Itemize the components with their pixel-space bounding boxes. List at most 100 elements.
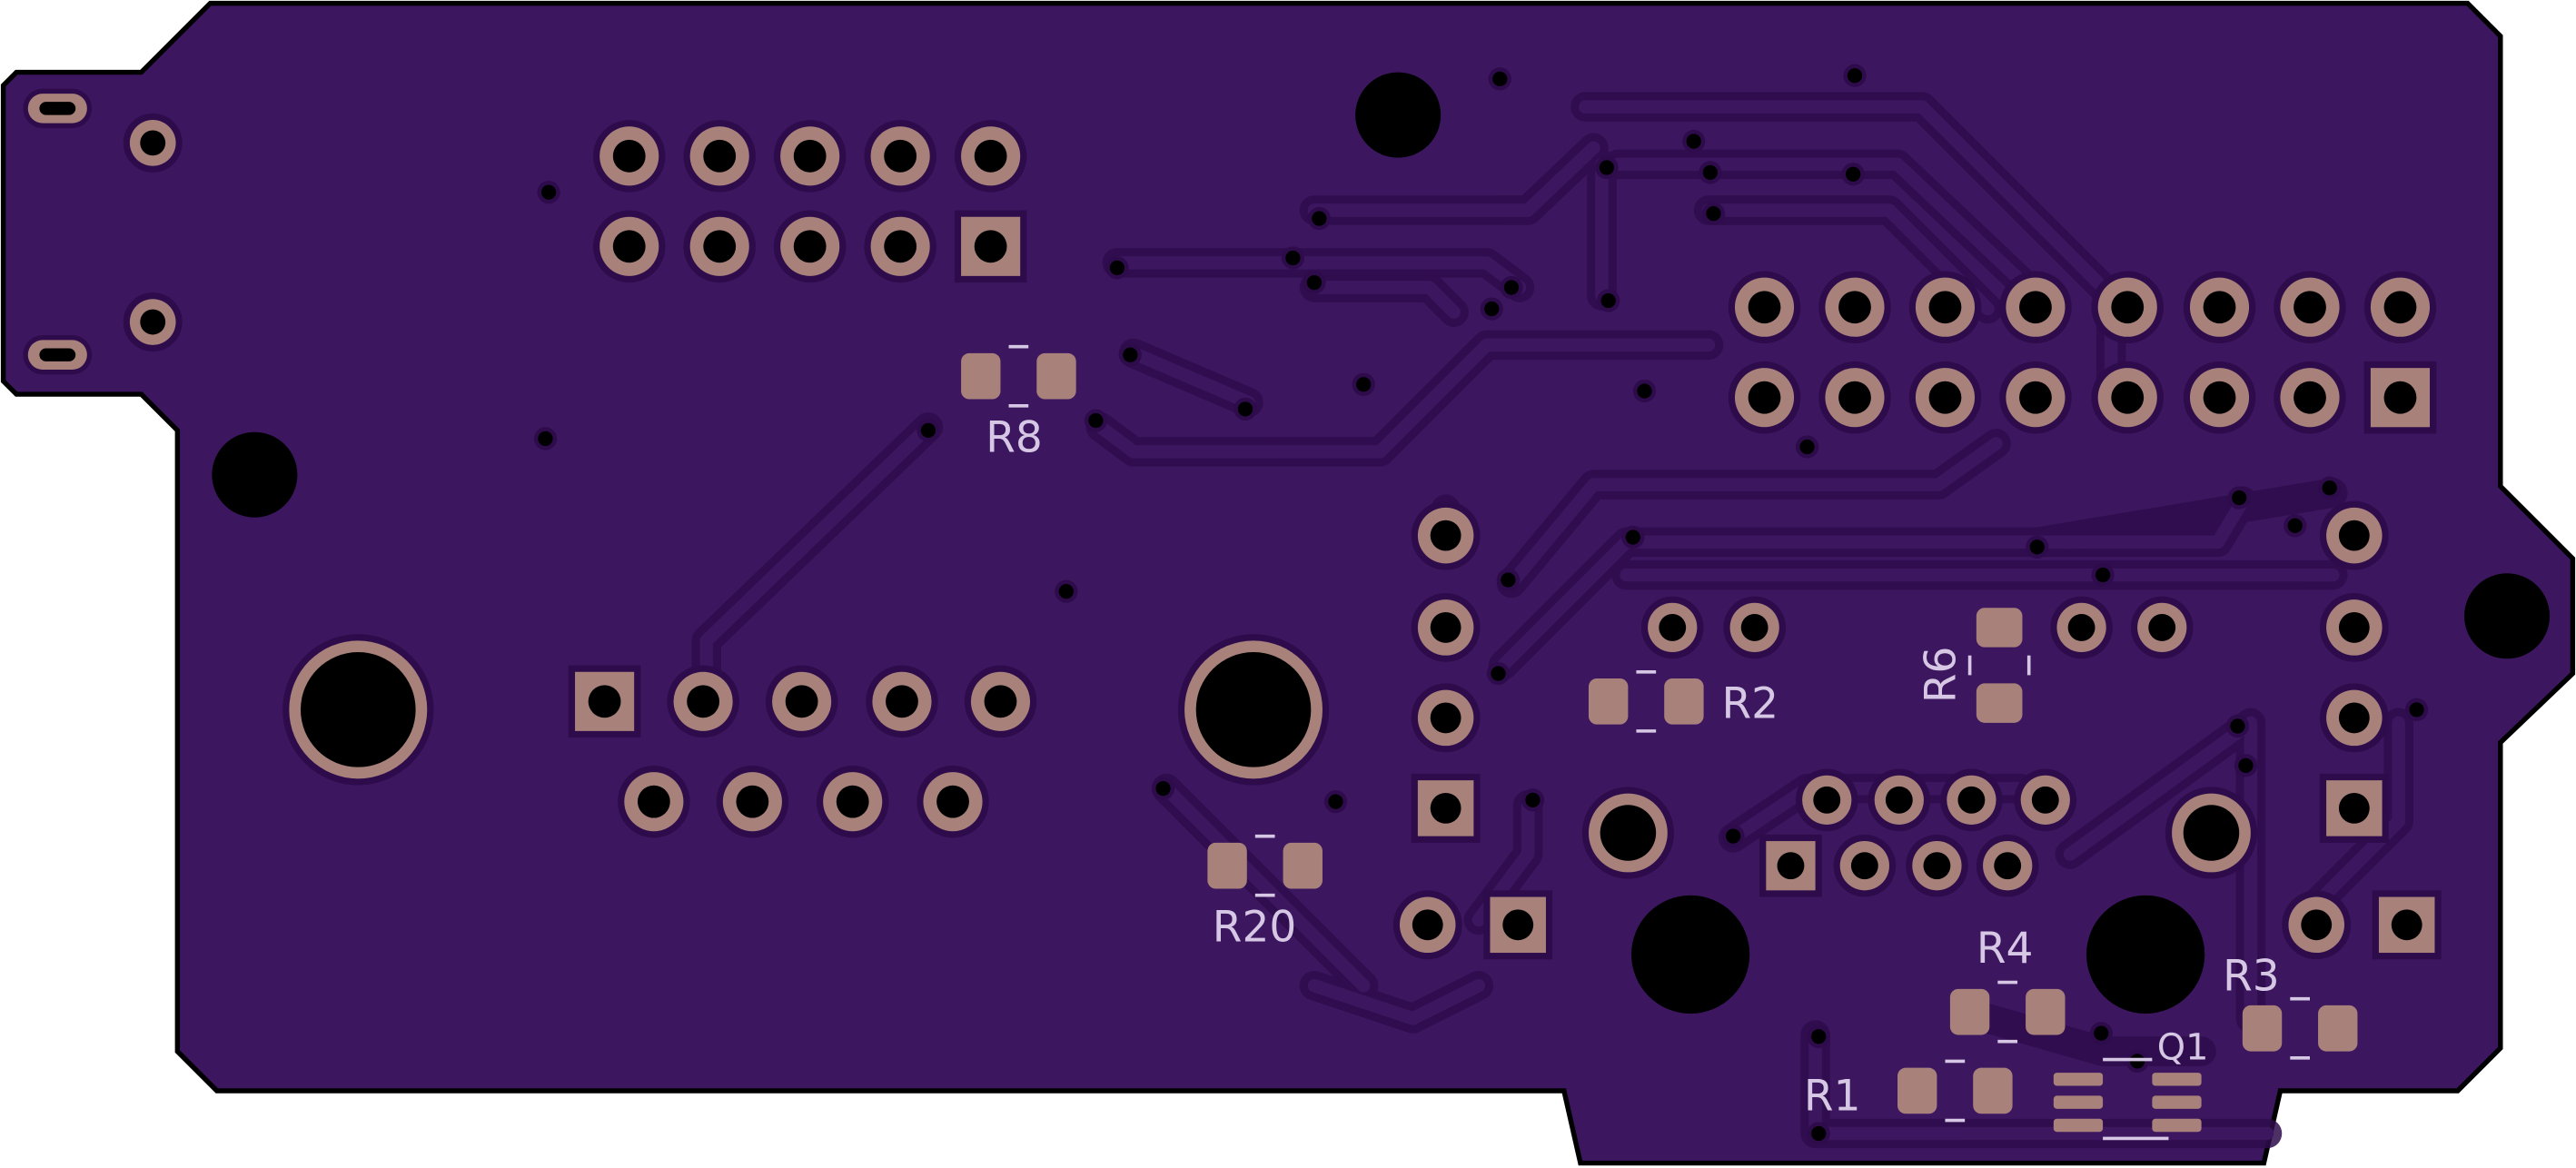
designator-r6: R6 [1916, 647, 1966, 704]
smd-components [961, 352, 2358, 1133]
vias [533, 64, 2429, 1145]
via [1521, 788, 1545, 812]
via [1307, 206, 1332, 231]
square-pad [1759, 834, 1822, 897]
round-pad [866, 665, 938, 738]
designator-q1: Q1 [2157, 1027, 2209, 1069]
mounting-hole [1355, 72, 1442, 158]
round-pad [2014, 768, 2077, 832]
round-pad [1392, 890, 1462, 960]
round-pad [2319, 592, 2389, 662]
via [1841, 163, 1865, 186]
designator-r4: R4 [1977, 924, 2034, 974]
mounting-hole [2086, 895, 2205, 1014]
round-pad [2363, 271, 2437, 344]
round-pad [1723, 596, 1787, 659]
via [1055, 579, 1078, 603]
via [2318, 476, 2342, 500]
round-pad [1976, 834, 2039, 897]
round-pad [2091, 361, 2165, 434]
round-pad [916, 765, 989, 838]
round-pad [1833, 834, 1897, 897]
round-pad [773, 210, 847, 283]
round-pad [667, 665, 739, 738]
square-pad [954, 210, 1027, 283]
round-pad [1411, 500, 1481, 570]
round-pad [1640, 596, 1704, 659]
via [2404, 698, 2429, 722]
through-hole-pads [123, 113, 2442, 960]
round-pad [592, 210, 666, 283]
via [1281, 246, 1305, 270]
round-pad [2130, 596, 2194, 659]
round-pad [864, 210, 936, 283]
via [2227, 486, 2251, 510]
via [1795, 435, 1819, 459]
round-pad [1999, 271, 2072, 344]
designator-r20: R20 [1213, 902, 1297, 952]
round-pad [773, 120, 847, 193]
round-pad [716, 765, 789, 838]
round-pad [2091, 271, 2165, 344]
round-pad [2274, 361, 2346, 434]
designator-r3: R3 [2223, 952, 2280, 1002]
round-pad [592, 120, 666, 193]
round-pad [954, 120, 1027, 193]
round-pad [1940, 768, 2003, 832]
round-pad [964, 665, 1037, 738]
via [2026, 535, 2049, 559]
designator-r8: R8 [986, 412, 1043, 462]
via [2225, 714, 2250, 738]
via [916, 419, 940, 442]
via [1105, 256, 1129, 280]
via [1699, 161, 1722, 184]
designator-labels: R8 R2 R6 R20 R4 R3 R1 Q1 [986, 412, 2280, 1121]
mounting-hole [212, 431, 298, 518]
via [1480, 297, 1503, 321]
via [1701, 202, 1726, 225]
square-pad [2319, 773, 2389, 843]
via [1807, 1024, 1830, 1048]
square-pad [2363, 361, 2437, 434]
round-pad [2183, 361, 2256, 434]
round-pad [123, 113, 183, 173]
round-pad [683, 120, 756, 193]
round-pad [1818, 271, 1891, 344]
via [1632, 379, 1657, 403]
plated-holes [282, 634, 2258, 879]
via [533, 427, 558, 450]
round-pad [2319, 683, 2389, 753]
via [1084, 409, 1108, 432]
square-pad [2372, 890, 2442, 960]
via [1496, 568, 1521, 592]
mounting-holes [212, 72, 2551, 1014]
via [1843, 64, 1867, 87]
via [1807, 1122, 1830, 1145]
via [1621, 525, 1645, 549]
via [1486, 661, 1511, 686]
round-pad [1728, 271, 1801, 344]
via [1488, 67, 1511, 91]
round-pad [1868, 768, 1931, 832]
via [537, 180, 560, 204]
via [2284, 514, 2307, 538]
square-pad [1483, 890, 1553, 960]
usb-connector-pads [23, 88, 93, 375]
round-pad [765, 665, 838, 738]
round-pad [1411, 683, 1481, 753]
round-pad [123, 292, 183, 352]
via [1303, 271, 1326, 294]
round-pad [2274, 271, 2346, 344]
round-pad [1818, 361, 1891, 434]
via [1597, 289, 1620, 312]
round-pad [2183, 271, 2256, 344]
mounting-hole [2464, 573, 2551, 659]
square-pad [1411, 773, 1481, 843]
via [1500, 275, 1523, 300]
via [2234, 754, 2258, 777]
via [1352, 372, 1375, 396]
via [1234, 397, 1257, 421]
round-pad [2050, 596, 2113, 659]
via [2089, 1022, 2113, 1045]
